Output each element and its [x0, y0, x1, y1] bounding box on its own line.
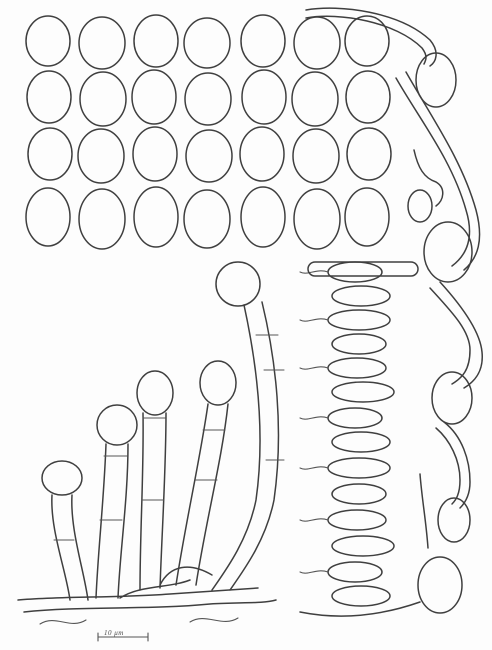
spore — [28, 128, 72, 180]
flattened-cell — [332, 286, 390, 306]
spore — [242, 70, 286, 124]
spore — [293, 129, 339, 183]
spore-grid — [26, 15, 391, 249]
flattened-cell — [332, 586, 390, 606]
conidiophore — [96, 405, 137, 598]
substrate-lines — [18, 588, 276, 641]
conidium — [418, 557, 462, 613]
conidium — [438, 498, 470, 542]
spore — [345, 16, 389, 66]
conidium — [408, 190, 432, 222]
spore — [347, 128, 391, 180]
flattened-cell — [332, 484, 386, 504]
hypha — [420, 474, 428, 548]
hypha — [440, 282, 482, 388]
flattened-cell — [332, 536, 394, 556]
spore — [345, 188, 389, 246]
spore — [26, 16, 70, 66]
stalk-wall-right — [230, 302, 278, 590]
stalk-wall-left — [176, 404, 208, 585]
spore — [184, 190, 230, 248]
foot-cell — [160, 567, 212, 585]
conidiophore — [212, 262, 284, 590]
flattened-cell — [332, 432, 390, 452]
spore — [241, 187, 285, 247]
stalk-wall-left — [212, 305, 260, 590]
spore — [346, 71, 390, 123]
spore — [79, 189, 125, 249]
stalk-wall-right — [118, 444, 128, 598]
spore — [134, 15, 178, 67]
conidium — [432, 372, 472, 424]
cell-appendage — [300, 519, 328, 521]
spore — [133, 127, 177, 181]
spore — [240, 127, 284, 181]
cell-appendage — [300, 367, 328, 369]
spore — [26, 188, 70, 246]
stalk-wall-left — [96, 444, 106, 598]
conidium-head — [216, 262, 260, 306]
conidiophore — [176, 361, 236, 585]
cell-appendage — [300, 319, 328, 321]
flattened-cell — [328, 458, 390, 478]
stalk-wall-left — [140, 413, 143, 590]
spore — [80, 72, 126, 126]
spore — [241, 15, 285, 67]
conidium-head — [42, 461, 82, 495]
spore — [294, 189, 340, 249]
spore — [132, 70, 176, 124]
spore — [186, 130, 232, 182]
cell-appendage — [300, 271, 328, 273]
spore — [79, 17, 125, 69]
spore — [27, 71, 71, 123]
hypha — [414, 150, 443, 206]
conidiophore — [137, 371, 173, 590]
stalk-wall-right — [72, 495, 88, 600]
flattened-cell — [328, 562, 382, 582]
conidium-head — [97, 405, 137, 445]
spore — [185, 73, 231, 125]
flattened-cell — [328, 310, 390, 330]
flattened-cell — [328, 262, 382, 282]
cell-appendage — [300, 417, 328, 419]
base-outline — [300, 602, 420, 616]
hypha-column — [300, 8, 482, 616]
cell-appendage — [300, 571, 328, 573]
substrate-line — [190, 618, 238, 622]
scale-bar-label: 10 μm — [104, 629, 124, 637]
stalk-wall-left — [52, 495, 70, 600]
substrate-line — [24, 600, 276, 612]
hypha — [430, 288, 470, 384]
spore — [134, 187, 178, 247]
spore — [184, 18, 230, 68]
conidiophore-group — [42, 262, 284, 600]
flattened-cell — [328, 358, 386, 378]
hypha — [306, 16, 426, 64]
spore — [78, 129, 124, 183]
flattened-cell — [328, 510, 386, 530]
hypha — [436, 428, 460, 504]
flattened-cell — [328, 408, 382, 428]
flattened-cell — [332, 382, 394, 402]
flattened-cell — [332, 334, 386, 354]
conidiophore — [42, 461, 88, 600]
substrate-line — [40, 620, 86, 624]
conidium-head — [200, 361, 236, 405]
spore — [294, 17, 340, 69]
conidium-head — [137, 371, 173, 415]
cell-appendage — [300, 467, 328, 469]
spore — [292, 72, 338, 126]
flattened-cell-top — [308, 262, 418, 276]
stalk-wall-right — [196, 404, 228, 585]
